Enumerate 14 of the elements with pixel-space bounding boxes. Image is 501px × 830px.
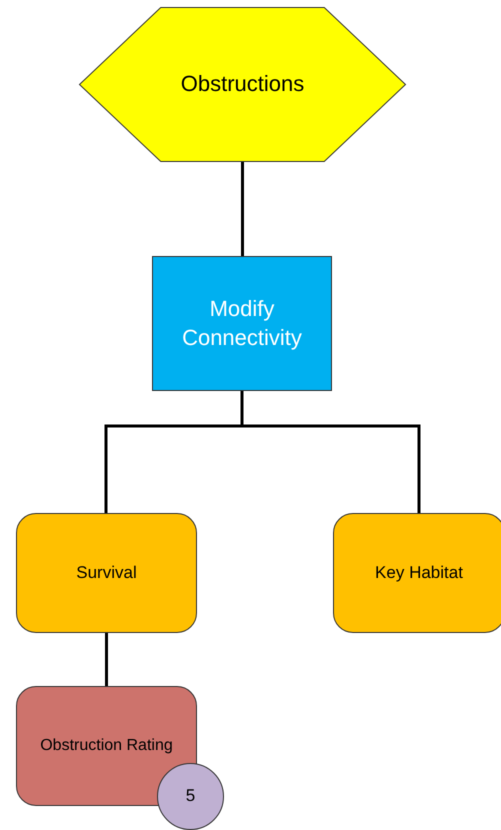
node-label: Obstructions — [180, 70, 306, 98]
connector-line — [105, 633, 108, 686]
node-label: Modify Connectivity — [181, 294, 303, 352]
node-label: 5 — [184, 785, 196, 808]
rounded-box — [333, 513, 501, 633]
rounded-box — [16, 686, 197, 806]
node-label: Survival — [75, 562, 138, 584]
node-label: Obstruction Rating — [39, 736, 174, 756]
connector-line — [241, 162, 244, 256]
rounded-box — [16, 513, 197, 633]
hexagon-node — [79, 7, 406, 162]
node-label: Key Habitat — [374, 562, 464, 584]
connector-line — [240, 391, 420, 513]
process-box — [152, 256, 332, 391]
